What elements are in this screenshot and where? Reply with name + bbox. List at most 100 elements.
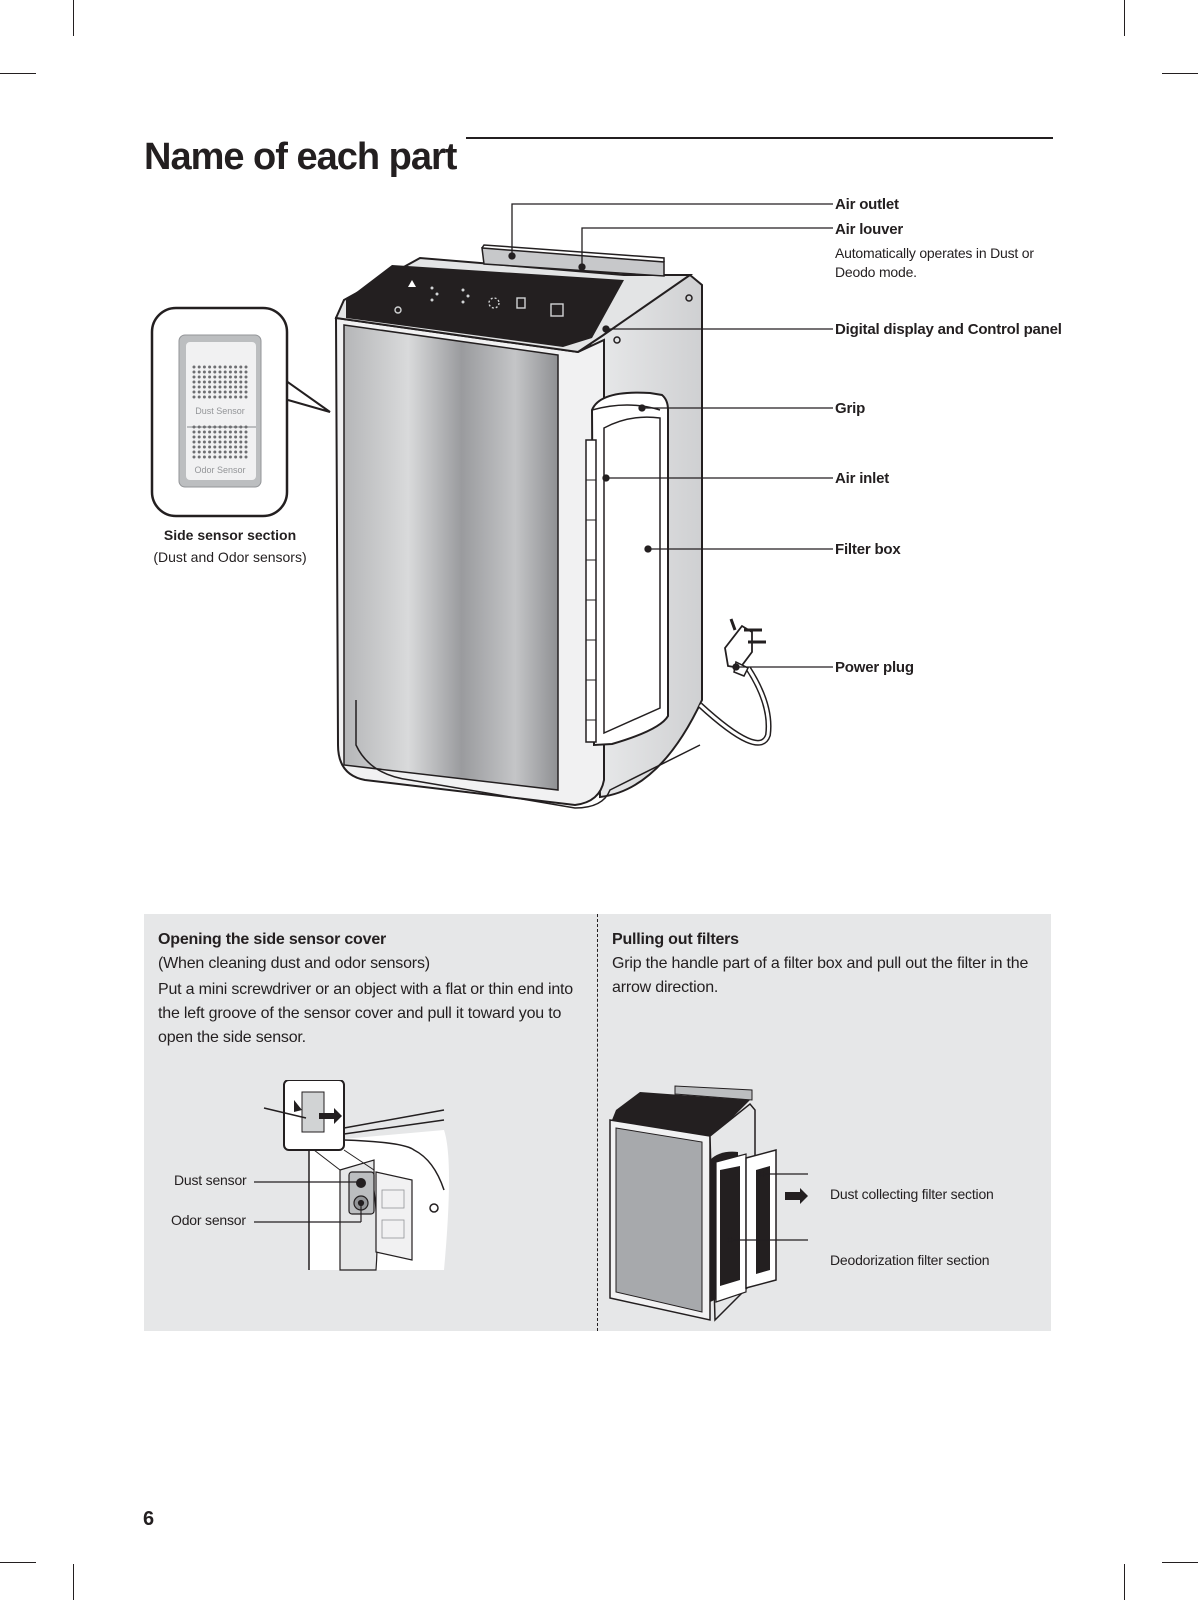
grille-dot xyxy=(197,390,201,394)
grille-dot xyxy=(218,430,222,434)
grille-dot xyxy=(234,450,238,454)
grille-dot xyxy=(228,395,232,399)
control-panel-label: Digital display and Control panel xyxy=(835,321,1062,338)
grille-dot xyxy=(192,450,196,454)
grille-dot xyxy=(213,425,217,429)
grille-dot xyxy=(234,445,238,449)
grille-dot xyxy=(213,385,217,389)
page-number: 6 xyxy=(143,1508,155,1530)
grille-dot xyxy=(213,365,217,369)
filter-pullout-illustration xyxy=(609,1085,808,1322)
grille-dot xyxy=(218,395,222,399)
grille-dot xyxy=(239,445,243,449)
grille-dot xyxy=(213,435,217,439)
grille-dot xyxy=(192,440,196,444)
grille-dot xyxy=(228,440,232,444)
grille-dot xyxy=(218,450,222,454)
grille-dot xyxy=(244,455,248,459)
grille-dot xyxy=(223,390,227,394)
grille-dot xyxy=(208,440,212,444)
grille-dot xyxy=(197,435,201,439)
grille-dot xyxy=(223,395,227,399)
grille-dot xyxy=(218,375,222,379)
grille-dot xyxy=(192,365,196,369)
grille-dot xyxy=(244,440,248,444)
grille-dot xyxy=(239,425,243,429)
grille-dot xyxy=(234,425,238,429)
grille-dot xyxy=(218,365,222,369)
grille-dot xyxy=(223,450,227,454)
grille-dot xyxy=(223,445,227,449)
grille-dot xyxy=(228,365,232,369)
grille-dot xyxy=(239,395,243,399)
filter-instructions: Pulling out filters Grip the handle part… xyxy=(612,928,1040,1000)
grille-dot xyxy=(192,445,196,449)
grille-dot xyxy=(197,365,201,369)
grille-dot xyxy=(202,380,206,384)
grille-dot xyxy=(192,395,196,399)
grille-dot xyxy=(234,385,238,389)
grille-dot xyxy=(192,430,196,434)
grille-dot xyxy=(208,450,212,454)
odor-sensor-grille xyxy=(192,425,248,459)
grille-dot xyxy=(234,380,238,384)
grille-dot xyxy=(208,425,212,429)
grille-dot xyxy=(218,390,222,394)
grille-dot xyxy=(239,385,243,389)
grille-dot xyxy=(223,435,227,439)
grille-dot xyxy=(202,425,206,429)
grille-dot xyxy=(197,370,201,374)
grille-dot xyxy=(228,375,232,379)
grille-dot xyxy=(197,445,201,449)
grille-dot xyxy=(234,435,238,439)
sensor-cover-instructions: Opening the side sensor cover (When clea… xyxy=(158,928,578,1050)
crop-mark xyxy=(0,1562,36,1563)
grille-dot xyxy=(213,455,217,459)
odor-sensor-tag: Odor Sensor xyxy=(194,465,245,475)
panel-divider xyxy=(597,914,598,1331)
crop-mark xyxy=(73,0,74,36)
deodorization-filter-label: Deodorization filter section xyxy=(830,1252,990,1268)
dust-collecting-filter-label: Dust collecting filter section xyxy=(830,1186,994,1202)
grille-dot xyxy=(228,445,232,449)
grille-dot xyxy=(234,370,238,374)
grille-dot xyxy=(202,440,206,444)
grille-dot xyxy=(202,390,206,394)
grille-dot xyxy=(208,365,212,369)
grille-dot xyxy=(244,395,248,399)
grille-dot xyxy=(234,455,238,459)
crop-mark xyxy=(73,1564,74,1600)
grille-dot xyxy=(197,425,201,429)
air-louver-label: Air louver xyxy=(835,221,904,238)
grille-dot xyxy=(197,430,201,434)
dust-sensor-tag: Dust Sensor xyxy=(195,406,245,416)
grille-dot xyxy=(213,450,217,454)
grille-dot xyxy=(223,385,227,389)
grille-dot xyxy=(218,440,222,444)
grille-dot xyxy=(208,390,212,394)
grille-dot xyxy=(213,380,217,384)
air-inlet-label: Air inlet xyxy=(835,470,890,487)
grille-dot xyxy=(239,440,243,444)
grille-dot xyxy=(202,365,206,369)
grille-dot xyxy=(234,395,238,399)
grille-dot xyxy=(208,375,212,379)
grille-dot xyxy=(213,390,217,394)
grille-dot xyxy=(208,395,212,399)
grille-dot xyxy=(234,440,238,444)
grille-dot xyxy=(208,445,212,449)
crop-mark xyxy=(1162,1562,1198,1563)
grille-dot xyxy=(223,425,227,429)
grille-dot xyxy=(202,455,206,459)
grille-dot xyxy=(239,435,243,439)
grille-dot xyxy=(244,445,248,449)
grille-dot xyxy=(228,390,232,394)
grille-dot xyxy=(244,385,248,389)
grille-dot xyxy=(213,440,217,444)
grille-dot xyxy=(192,455,196,459)
grille-dot xyxy=(223,370,227,374)
sensor-cover-heading: Opening the side sensor cover xyxy=(158,931,387,948)
grille-dot xyxy=(244,380,248,384)
grille-dot xyxy=(218,385,222,389)
grille-dot xyxy=(228,435,232,439)
